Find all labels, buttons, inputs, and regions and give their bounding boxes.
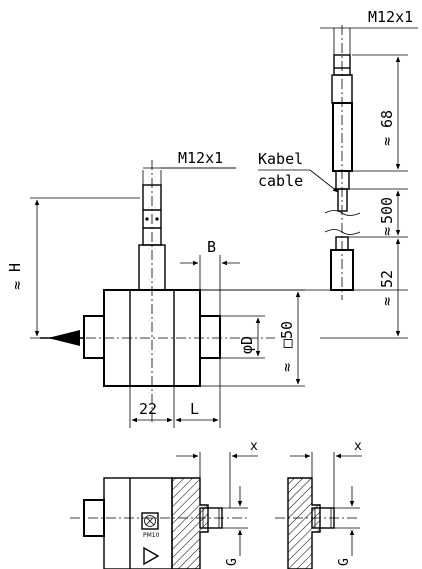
kabel-label: Kabel bbox=[258, 150, 303, 168]
svg-text:G: G bbox=[337, 558, 352, 566]
svg-text:x: x bbox=[354, 439, 362, 454]
dim-22-L: 22 L bbox=[129, 358, 221, 428]
dim-D: φD bbox=[220, 315, 265, 359]
svg-text:x: x bbox=[250, 439, 258, 454]
svg-text:22: 22 bbox=[139, 400, 157, 418]
thread-label-side: M12x1 bbox=[178, 149, 223, 167]
cable-view: M12x1 Kabel cable 68 ≈ 500 ≈ bbox=[200, 8, 418, 339]
svg-text:≈: ≈ bbox=[8, 281, 26, 290]
main-view: M12x1 H ≈ B φD □50 bbox=[6, 149, 305, 428]
svg-text:L: L bbox=[190, 400, 199, 418]
svg-text:≈: ≈ bbox=[378, 137, 396, 146]
cable-label: cable bbox=[258, 172, 303, 190]
svg-text:□50: □50 bbox=[278, 321, 296, 348]
svg-text:G: G bbox=[225, 558, 240, 566]
detail-left: PM10 x G bbox=[70, 439, 258, 569]
svg-text:φD: φD bbox=[238, 336, 256, 354]
svg-text:68: 68 bbox=[378, 110, 396, 128]
left-plug bbox=[83, 315, 105, 359]
svg-text:≈: ≈ bbox=[378, 297, 396, 306]
svg-text:≈: ≈ bbox=[378, 227, 396, 236]
dim-B: B bbox=[180, 238, 240, 316]
svg-text:500: 500 bbox=[378, 197, 396, 224]
marking-label: PM10 bbox=[143, 532, 160, 539]
detail-right: x G bbox=[275, 439, 362, 569]
svg-text:H: H bbox=[6, 263, 24, 272]
right-plug bbox=[199, 315, 221, 359]
svg-text:B: B bbox=[207, 238, 216, 256]
dim-H: H ≈ bbox=[6, 197, 140, 339]
top-connector bbox=[138, 170, 166, 291]
svg-text:≈: ≈ bbox=[278, 363, 296, 372]
thread-label-top: M12x1 bbox=[368, 8, 413, 26]
svg-text:52: 52 bbox=[378, 270, 396, 288]
